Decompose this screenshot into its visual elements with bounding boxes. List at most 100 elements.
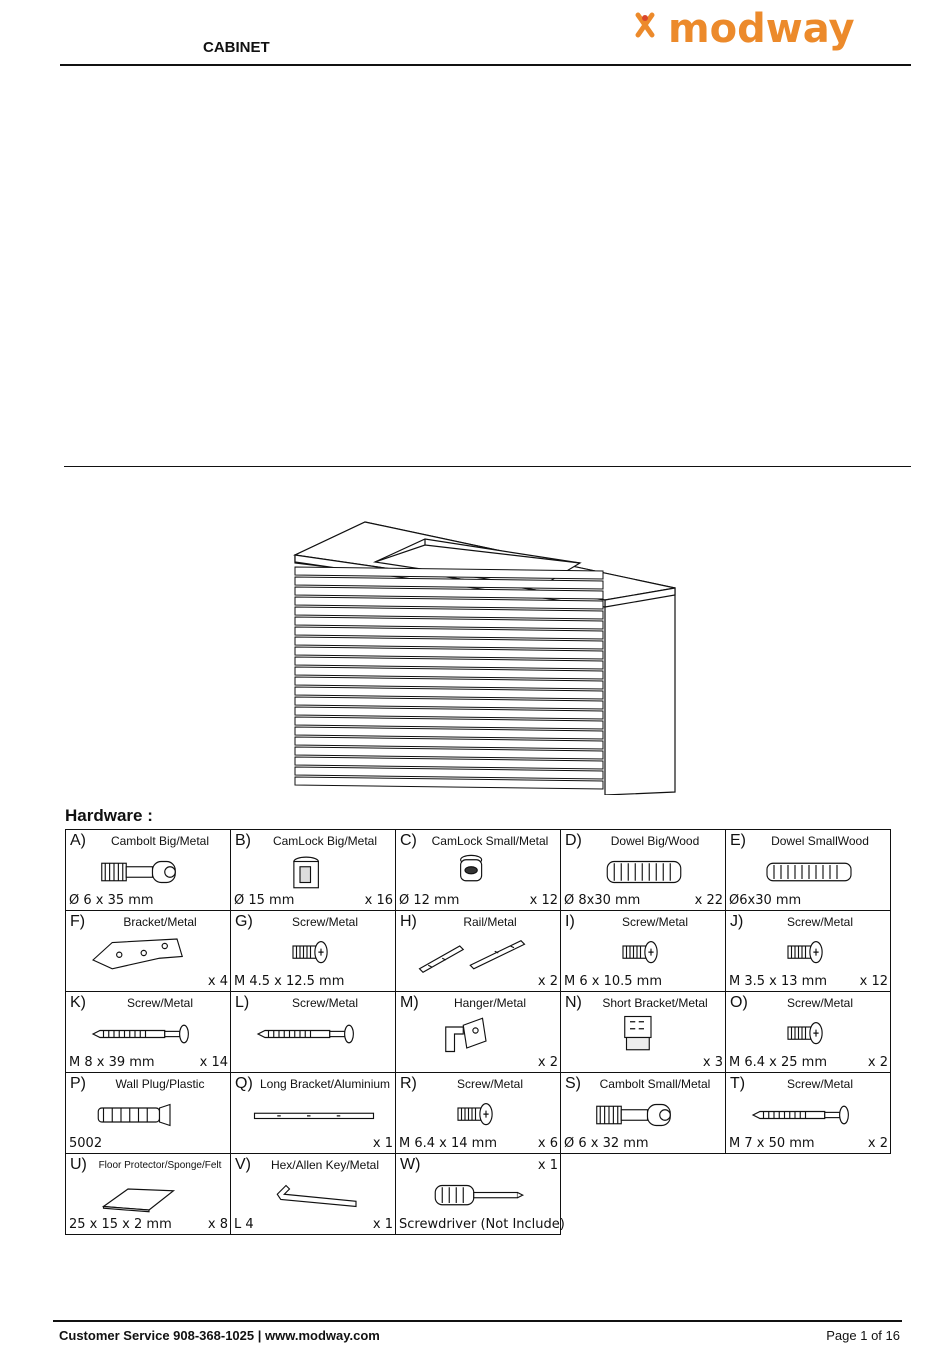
document-title: CABINET xyxy=(203,39,270,56)
item-letter: T) xyxy=(730,1075,746,1092)
cabinet-slat xyxy=(294,636,604,650)
hardware-item-n: N) Short Bracket/Metal x 3 xyxy=(560,991,726,1073)
item-quantity: x 12 xyxy=(529,893,558,908)
cabinet-slat xyxy=(294,696,604,710)
cabinet-slat xyxy=(294,716,604,730)
cabinet-slat xyxy=(294,736,604,750)
item-name: Cambolt Big/Metal xyxy=(110,834,210,848)
item-letter: O) xyxy=(730,994,748,1011)
allen-key-icon xyxy=(276,1184,357,1208)
item-size: M 3.5 x 13 mm xyxy=(729,974,827,989)
item-letter: Q) xyxy=(235,1075,253,1092)
item-name: Dowel SmallWood xyxy=(771,834,869,848)
page-number: Page 1 of 16 xyxy=(826,1328,900,1343)
cabinet-illustration xyxy=(292,521,676,795)
item-name: Screw/Metal xyxy=(621,915,689,929)
item-quantity: x 22 xyxy=(694,893,723,908)
cabinet-slat xyxy=(294,566,604,580)
item-quantity: x 3 xyxy=(702,1055,723,1070)
cabinet-slat xyxy=(294,766,604,780)
item-letter: N) xyxy=(565,994,582,1011)
item-size: M 8 x 39 mm xyxy=(69,1055,155,1070)
screw-icon xyxy=(787,1022,823,1045)
rail-icon xyxy=(418,940,526,973)
item-size: Ø6x30 mm xyxy=(729,893,802,908)
dowel-small-icon xyxy=(766,862,852,882)
long-screw-icon xyxy=(91,1024,189,1044)
item-size: M 6.4 x 25 mm xyxy=(729,1055,827,1070)
item-name: Wall Plug/Plastic xyxy=(115,1077,205,1091)
cabinet-slat xyxy=(294,706,604,720)
long-bracket-icon xyxy=(253,1112,375,1120)
item-quantity: x 16 xyxy=(364,893,393,908)
cabinet-slat xyxy=(294,586,604,600)
item-name: Cambolt Small/Metal xyxy=(599,1077,711,1091)
item-size: Ø 6 x 32 mm xyxy=(564,1136,649,1151)
item-size: Screwdriver (Not Include) xyxy=(399,1217,565,1232)
item-name: Long Bracket/Aluminium xyxy=(259,1077,391,1091)
item-name: Screw/Metal xyxy=(786,1077,854,1091)
cabinet-slat xyxy=(294,616,604,630)
item-quantity: x 6 xyxy=(537,1136,558,1151)
cabinet-slat xyxy=(294,626,604,640)
hardware-item-s: S) Cambolt Small/Metal Ø 6 x 32 mm xyxy=(560,1072,726,1154)
item-letter: S) xyxy=(565,1075,581,1092)
item-size: 25 x 15 x 2 mm xyxy=(69,1217,172,1232)
cabinet-slat xyxy=(294,606,604,620)
cabinet-slat xyxy=(294,676,604,690)
item-quantity: x 2 xyxy=(537,1055,558,1070)
wall-plug-icon xyxy=(97,1103,171,1127)
item-letter: D) xyxy=(565,832,582,849)
item-name: Rail/Metal xyxy=(463,915,517,929)
item-quantity: x 1 xyxy=(372,1136,393,1151)
screw-icon xyxy=(622,941,658,964)
cabinet-slat xyxy=(294,756,604,770)
item-name: Screw/Metal xyxy=(786,915,854,929)
item-letter: A) xyxy=(70,832,86,849)
item-size: M 7 x 50 mm xyxy=(729,1136,815,1151)
item-size: Ø 8x30 mm xyxy=(564,893,641,908)
long-screw-icon xyxy=(751,1105,849,1125)
item-name: Floor Protector/Sponge/Felt xyxy=(98,1160,222,1171)
brand-name: modway xyxy=(668,6,855,52)
cabinet-slat xyxy=(294,596,604,610)
item-letter: G) xyxy=(235,913,253,930)
camlock-icon xyxy=(293,856,319,889)
section-rule xyxy=(64,466,911,467)
short-bracket-icon xyxy=(624,1015,652,1051)
cambolt-icon xyxy=(101,860,176,884)
cabinet-slat xyxy=(294,656,604,670)
item-name: Screw/Metal xyxy=(456,1077,524,1091)
brand-logo: modway xyxy=(628,6,878,66)
item-quantity: x 8 xyxy=(207,1217,228,1232)
hardware-item-l: L)Screw/Metal xyxy=(230,991,396,1073)
item-size: 5002 xyxy=(69,1136,103,1151)
item-name: Short Bracket/Metal xyxy=(602,996,708,1010)
item-size: Ø 15 mm xyxy=(234,893,295,908)
header-rule xyxy=(60,64,911,66)
cabinet-slat xyxy=(294,686,604,700)
item-letter: E) xyxy=(730,832,746,849)
camlock-small-icon xyxy=(460,854,483,882)
screw-icon xyxy=(787,941,823,964)
item-letter: W) xyxy=(400,1156,421,1173)
cabinet-slat xyxy=(294,746,604,760)
hardware-item-w: W)Screwdriver (Not Include)x 1 xyxy=(395,1153,565,1235)
brand-star-icon xyxy=(635,12,655,38)
customer-service: Customer Service 908-368-1025 | www.modw… xyxy=(59,1328,380,1343)
item-letter: C) xyxy=(400,832,417,849)
item-quantity: x 2 xyxy=(537,974,558,989)
